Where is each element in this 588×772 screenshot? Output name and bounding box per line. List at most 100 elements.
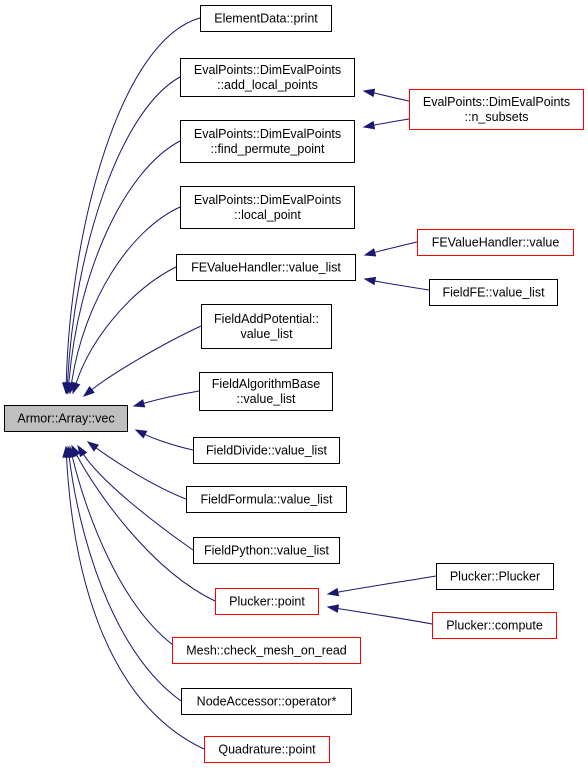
node-box[interactable]: [176, 254, 356, 281]
node-layer: Armor::Array::vec ElementData::printEvalP…: [4, 5, 584, 763]
edge-arrowhead: [132, 399, 146, 408]
node-label-line: EvalPoints::DimEvalPoints: [194, 193, 341, 207]
node-label-line: EvalPoints::DimEvalPoints: [423, 95, 570, 109]
node-box[interactable]: [215, 588, 319, 615]
edge-arrowhead: [326, 604, 340, 613]
node-n-fpy[interactable]: FieldPython::value_list: [193, 537, 340, 564]
edge-n_plcompute-to-n_plpoint: [326, 604, 433, 625]
node-n-plpoint[interactable]: Plucker::point: [215, 588, 319, 615]
node-n-quad[interactable]: Quadrature::point: [204, 736, 330, 763]
edge-line: [142, 390, 200, 405]
node-box[interactable]: [432, 612, 557, 639]
node-box[interactable]: [4, 405, 128, 432]
node-label-line: ::add_local_points: [217, 78, 318, 92]
node-n-fform[interactable]: FieldFormula::value_list: [186, 486, 347, 513]
node-box[interactable]: [172, 637, 361, 664]
node-n-fevh-value[interactable]: FEValueHandler::value: [417, 229, 574, 256]
node-label-line: FEValueHandler::value_list: [191, 261, 341, 275]
node-n-fieldfe[interactable]: FieldFE::value_list: [429, 279, 558, 306]
node-n-print[interactable]: ElementData::print: [200, 5, 332, 32]
edge-arrowhead: [363, 276, 377, 286]
edge-line: [66, 76, 181, 385]
edge-arrowhead: [77, 444, 88, 458]
node-n-fab[interactable]: FieldAlgorithmBase::value_list: [199, 372, 333, 411]
edge-line: [143, 433, 194, 451]
edge-arrowhead: [326, 587, 340, 597]
edge-n_localpoint-to-root: [67, 206, 181, 395]
edge-n_nsubsets-to-n_addlocal: [362, 88, 410, 102]
node-label-line: FieldAlgorithmBase: [212, 377, 320, 391]
node-box[interactable]: [180, 120, 355, 163]
node-label-line: EvalPoints::DimEvalPoints: [194, 63, 341, 77]
edge-arrowhead: [363, 248, 377, 257]
edge-n_fdiv-to-root: [134, 429, 194, 451]
node-label-line: Quadrature::point: [218, 743, 316, 757]
node-n-mesh[interactable]: Mesh::check_mesh_on_read: [172, 637, 361, 664]
edge-n_mesh-to-root: [68, 445, 181, 651]
edge-n_fpy-to-root: [77, 444, 194, 551]
node-n-findperm[interactable]: EvalPoints::DimEvalPoints::find_permute_…: [180, 120, 355, 163]
edge-n_fform-to-root: [86, 441, 187, 500]
node-label-line: FieldFE::value_list: [442, 286, 545, 300]
node-label-line: ::find_permute_point: [211, 142, 325, 156]
edge-arrowhead: [362, 88, 376, 98]
node-box[interactable]: [417, 229, 574, 256]
edge-line: [373, 241, 418, 254]
edge-arrowhead: [134, 429, 148, 439]
edge-arrowhead: [62, 445, 71, 458]
edge-line: [336, 575, 437, 593]
edge-line: [372, 92, 410, 102]
node-n-fevh-list[interactable]: FEValueHandler::value_list: [176, 254, 356, 281]
node-label-line: FieldFormula::value_list: [201, 493, 334, 507]
edge-line: [94, 446, 187, 500]
edge-line: [75, 453, 216, 602]
node-n-addlocal[interactable]: EvalPoints::DimEvalPoints::add_local_poi…: [180, 58, 355, 97]
node-box[interactable]: [201, 304, 332, 349]
node-n-fap[interactable]: FieldAddPotential::value_list: [201, 304, 332, 349]
edge-line: [75, 266, 177, 385]
node-label-line: ::value_list: [236, 392, 296, 406]
node-box[interactable]: [200, 5, 332, 32]
node-box[interactable]: [186, 486, 347, 513]
node-box[interactable]: [409, 89, 584, 130]
node-n-localpoint[interactable]: EvalPoints::DimEvalPoints::local_point: [180, 186, 355, 229]
node-label-line: NodeAccessor::operator*: [197, 695, 337, 709]
node-box[interactable]: [199, 372, 333, 411]
node-box[interactable]: [204, 736, 330, 763]
node-label-line: FieldAddPotential::: [214, 312, 319, 326]
node-box[interactable]: [181, 688, 352, 715]
edge-arrowhead: [86, 441, 100, 452]
node-label-line: Plucker::point: [229, 595, 305, 609]
node-n-nsubsets[interactable]: EvalPoints::DimEvalPoints::n_subsets: [409, 89, 584, 130]
node-label-line: ElementData::print: [214, 12, 318, 26]
node-n-nodeacc[interactable]: NodeAccessor::operator*: [181, 688, 352, 715]
edge-line: [373, 280, 430, 291]
edge-line: [68, 140, 181, 385]
edge-arrowhead: [72, 381, 81, 395]
edge-line: [65, 17, 201, 385]
edge-n_fap-to-root: [82, 325, 202, 397]
edge-line: [71, 455, 181, 651]
node-label-line: Plucker::compute: [446, 619, 543, 633]
node-box[interactable]: [436, 563, 554, 590]
node-label-line: Plucker::Plucker: [450, 570, 540, 584]
edge-n_plplucker-to-n_plpoint: [326, 575, 437, 597]
node-box[interactable]: [180, 58, 355, 97]
node-box[interactable]: [429, 279, 558, 306]
edge-n_fevh_value-to-n_fevh_list: [363, 241, 418, 257]
node-label-line: FieldDivide::value_list: [206, 444, 327, 458]
node-n-fdiv[interactable]: FieldDivide::value_list: [193, 437, 340, 464]
node-box[interactable]: [193, 537, 340, 564]
node-label-line: FEValueHandler::value: [432, 236, 560, 250]
edge-n_quad-to-root: [62, 445, 205, 750]
node-n-plplucker[interactable]: Plucker::Plucker: [436, 563, 554, 590]
node-root[interactable]: Armor::Array::vec: [4, 405, 128, 432]
edge-line: [65, 455, 205, 750]
edge-n_fieldfe-to-n_fevh_list: [363, 276, 430, 291]
node-box[interactable]: [180, 186, 355, 229]
node-label-line: EvalPoints::DimEvalPoints: [194, 127, 341, 141]
node-n-plcompute[interactable]: Plucker::compute: [432, 612, 557, 639]
edge-line: [68, 455, 182, 702]
node-box[interactable]: [193, 437, 340, 464]
